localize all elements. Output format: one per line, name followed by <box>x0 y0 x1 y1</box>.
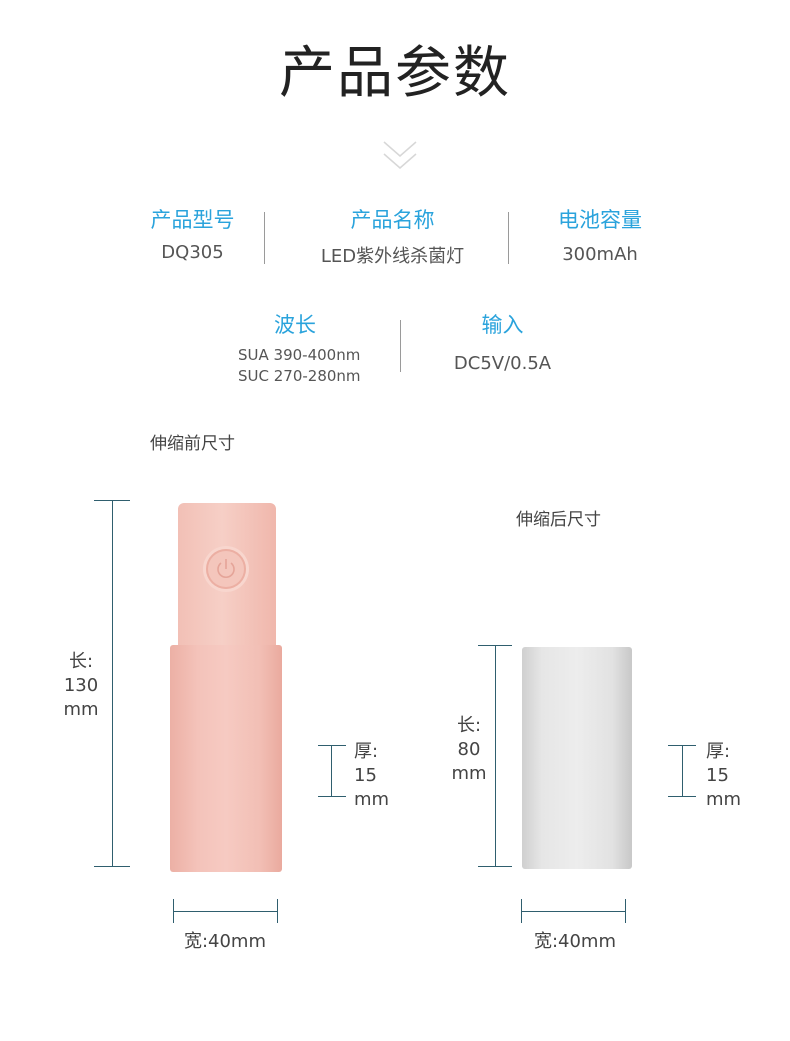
device-body-silver <box>522 647 632 869</box>
before-caption: 伸缩前尺寸 <box>150 434 235 454</box>
device-body-pink <box>170 645 282 872</box>
before-thickness: 厚: 15 mm <box>354 740 389 812</box>
spec-model-label: 产品型号 <box>150 208 235 232</box>
before-thickness-label: 厚: <box>354 741 379 762</box>
spec-battery: 电池容量 300mAh <box>520 204 680 265</box>
after-caption: 伸缩后尺寸 <box>516 510 601 530</box>
after-length: 长: 80 mm <box>446 714 492 786</box>
spec-battery-label: 电池容量 <box>558 208 642 232</box>
before-length-label: 长: <box>68 651 94 672</box>
before-length-unit: mm <box>63 699 99 720</box>
after-length-value: 80 <box>457 739 481 760</box>
spec-wavelength-suc: SUC 270-280nm <box>238 367 361 385</box>
spec-name: 产品名称 LED紫外线杀菌灯 <box>280 204 505 268</box>
dimension-line <box>173 911 277 912</box>
dimension-tick <box>94 866 130 867</box>
after-length-label: 长: <box>456 715 482 736</box>
dimension-tick <box>318 745 346 746</box>
dimension-line <box>682 745 683 796</box>
after-thickness: 厚: 15 mm <box>706 740 741 812</box>
spec-battery-value: 300mAh <box>562 244 638 265</box>
dimension-line <box>112 500 113 867</box>
before-thickness-value: 15 <box>354 765 377 786</box>
spec-input: 输入 DC5V/0.5A <box>430 309 575 374</box>
before-thickness-unit: mm <box>354 789 390 810</box>
power-button <box>206 549 246 589</box>
device-top-pink <box>178 503 276 653</box>
divider <box>508 212 509 264</box>
dimension-line <box>495 645 496 867</box>
spec-model: 产品型号 DQ305 <box>120 204 265 263</box>
before-width: 宽:40mm <box>183 931 267 952</box>
after-thickness-label: 厚: <box>706 741 731 762</box>
after-length-unit: mm <box>451 763 487 784</box>
page-title: 产品参数 <box>279 41 511 106</box>
dimension-line <box>331 745 332 796</box>
spec-wavelength-sua: SUA 390-400nm <box>238 346 361 364</box>
after-width: 宽:40mm <box>533 931 617 952</box>
spec-wavelength: 波长 SUA 390-400nm SUC 270-280nm <box>225 309 365 387</box>
spec-model-value: DQ305 <box>161 242 224 263</box>
after-thickness-unit: mm <box>706 789 742 810</box>
spec-wavelength-label: 波长 <box>274 313 316 337</box>
double-chevron-down-icon <box>383 141 417 169</box>
dimension-tick <box>625 899 626 923</box>
before-length-value: 130 <box>63 675 99 696</box>
dimension-tick <box>668 796 696 797</box>
spec-name-value: LED紫外线杀菌灯 <box>320 246 465 267</box>
spec-input-label: 输入 <box>481 313 524 337</box>
spec-name-label: 产品名称 <box>350 208 435 232</box>
dimension-tick <box>478 866 512 867</box>
power-icon <box>217 559 235 578</box>
divider <box>264 212 265 264</box>
divider <box>400 320 401 372</box>
dimension-tick <box>277 899 278 923</box>
dimension-line <box>521 911 625 912</box>
dimension-tick <box>318 796 346 797</box>
before-length: 长: 130 mm <box>56 650 106 722</box>
after-thickness-value: 15 <box>706 765 729 786</box>
spec-input-value: DC5V/0.5A <box>453 353 552 374</box>
